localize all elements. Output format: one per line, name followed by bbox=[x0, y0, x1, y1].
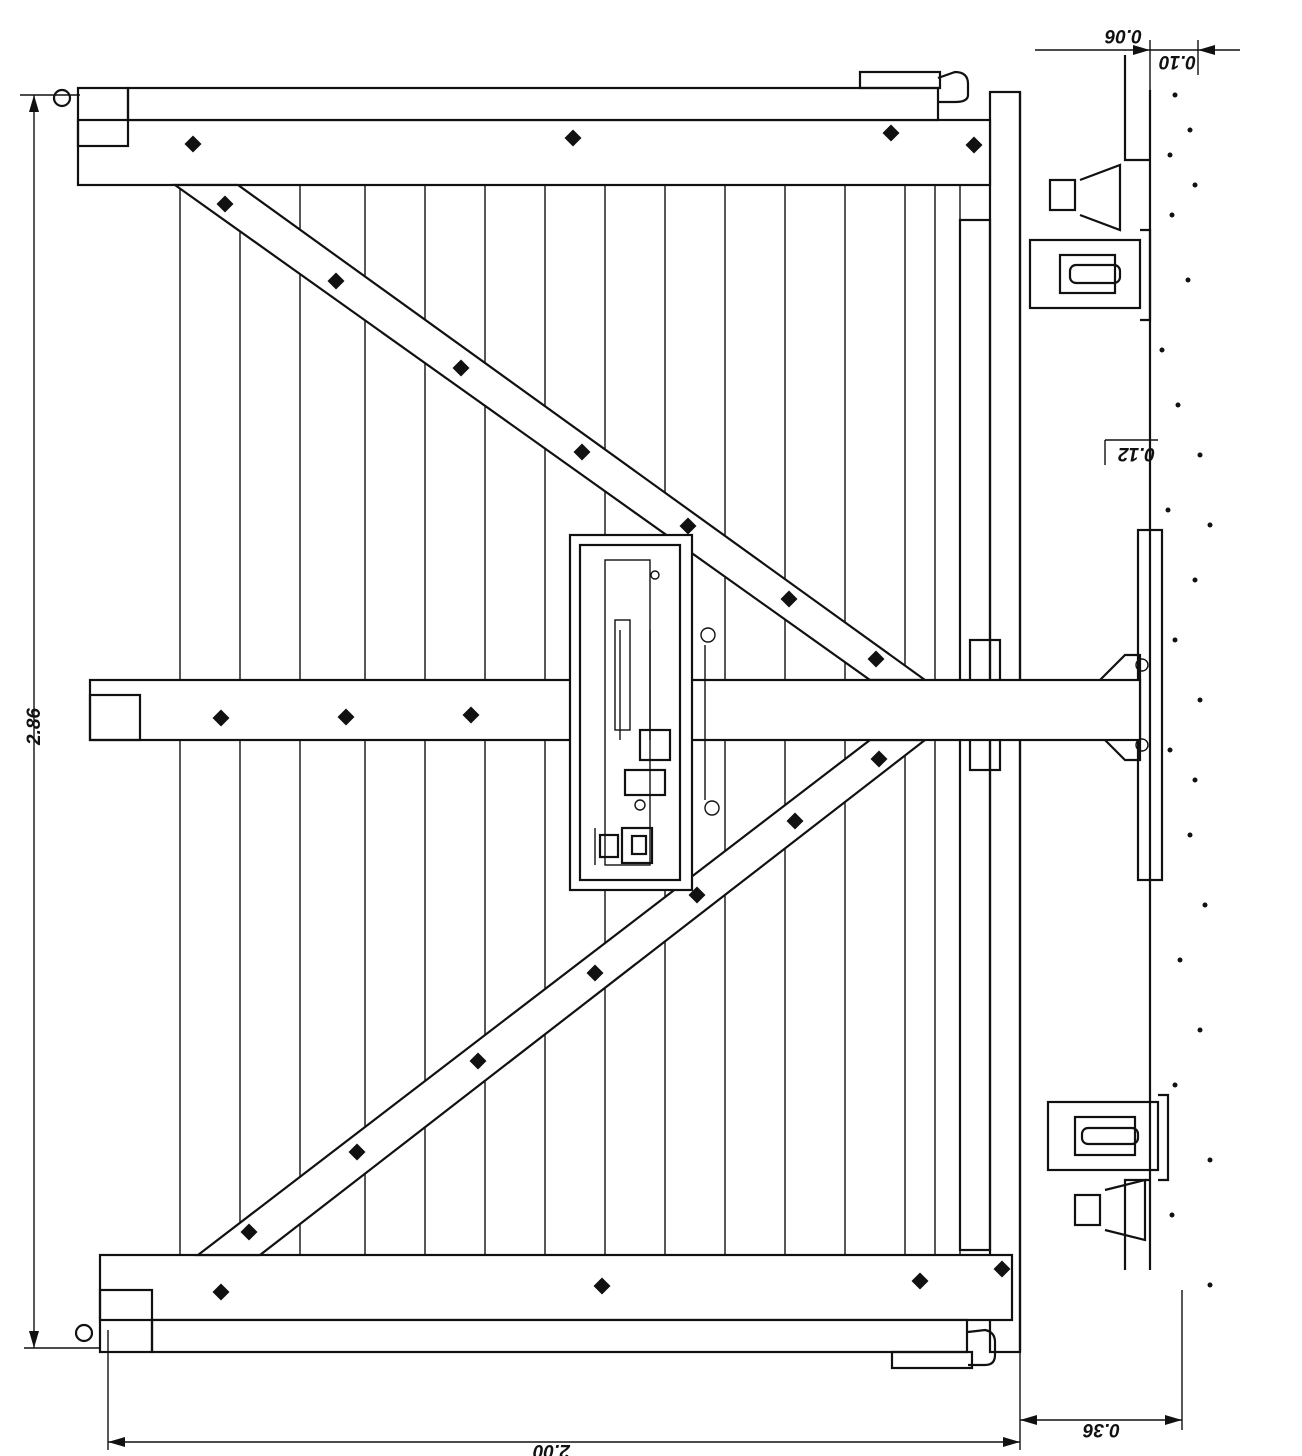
dim-top-inner-label: 0.10 bbox=[1159, 51, 1196, 72]
corner-hardware bbox=[52, 88, 94, 1343]
dim-base-label: 0.36 bbox=[1083, 1419, 1120, 1440]
lower-wheel-bracket bbox=[1046, 1093, 1170, 1242]
gate-bottom-frame bbox=[98, 1253, 1014, 1370]
diagonal-braces bbox=[171, 183, 929, 1257]
dim-width bbox=[107, 1330, 1021, 1450]
dim-gap-label: 0.12 bbox=[1118, 443, 1155, 464]
gate-top-frame bbox=[76, 70, 992, 187]
dim-top-outer-label: 0.06 bbox=[1105, 25, 1142, 46]
dim-base bbox=[1020, 1290, 1183, 1430]
dim-gap bbox=[1104, 439, 1158, 465]
motor-box bbox=[568, 533, 720, 892]
dim-top bbox=[1035, 40, 1240, 90]
dim-width-label: 2.00 bbox=[533, 1440, 571, 1456]
dim-height bbox=[20, 94, 100, 1349]
dim-height-label: 2.86 bbox=[24, 708, 45, 746]
upper-wheel-bracket bbox=[1028, 163, 1152, 322]
ground-hatch bbox=[1159, 92, 1213, 1288]
